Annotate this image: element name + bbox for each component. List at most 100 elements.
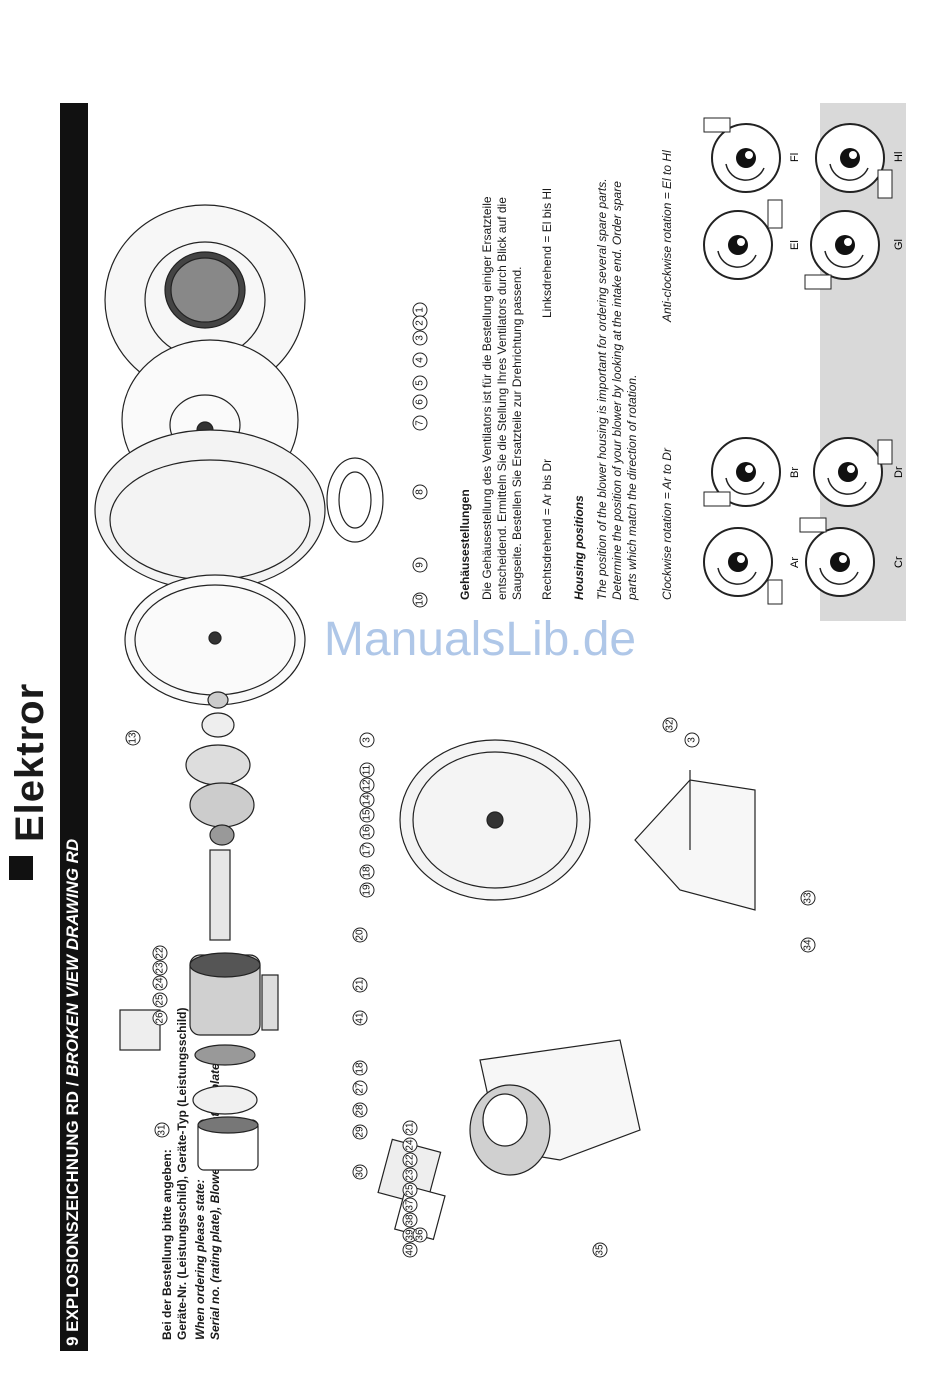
callout-28: 28	[352, 1102, 368, 1118]
callout-24: 24	[402, 1137, 418, 1153]
callout-circle	[412, 484, 428, 500]
housing-Br	[703, 437, 781, 507]
callout-circle	[662, 717, 678, 733]
callout-circle	[359, 824, 375, 840]
callout-23: 23	[152, 960, 168, 976]
callout-label: 29	[355, 1126, 366, 1138]
callout-circle	[352, 1164, 368, 1180]
callout-circle	[402, 1120, 418, 1136]
callout-21: 21	[402, 1120, 418, 1136]
callout-label: 22	[155, 947, 166, 959]
callout-label: 15	[362, 809, 373, 821]
callout-17: 17	[359, 842, 375, 858]
callout-circle	[359, 882, 375, 898]
alt-back-plate	[399, 739, 591, 901]
callout-label: 23	[155, 962, 166, 974]
callout-circle	[402, 1152, 418, 1168]
callout-22: 22	[152, 945, 168, 961]
callout-circle	[359, 762, 375, 778]
callout-38: 38	[402, 1212, 418, 1228]
callout-circle	[800, 937, 816, 953]
housing-Fl	[703, 117, 781, 193]
callout-circle	[359, 807, 375, 823]
housing-Gl	[804, 210, 880, 290]
label-Dr: Dr	[893, 466, 905, 478]
callout-label: 6	[415, 399, 426, 405]
callout-label: 39	[405, 1229, 416, 1241]
callout-3: 3	[684, 732, 700, 748]
fan-housing	[94, 429, 384, 591]
housing-Dr	[813, 437, 893, 507]
motor-assembly	[469, 1039, 641, 1176]
callout-18: 18	[352, 1060, 368, 1076]
callout-circle	[359, 792, 375, 808]
callout-circle	[152, 960, 168, 976]
callout-label: 9	[415, 562, 426, 568]
callout-circle	[359, 732, 375, 748]
callout-label: 3	[687, 737, 698, 743]
housing-Cr	[799, 517, 875, 597]
callout-19: 19	[359, 882, 375, 898]
callout-9: 9	[412, 557, 428, 573]
callout-8: 8	[412, 484, 428, 500]
callout-circle	[152, 945, 168, 961]
callout-1: 1	[412, 302, 428, 318]
callout-circle	[412, 315, 428, 331]
callout-22: 22	[402, 1152, 418, 1168]
callout-circle	[402, 1242, 418, 1258]
callout-33: 33	[800, 890, 816, 906]
callout-label: 32	[665, 719, 676, 731]
callout-35: 35	[592, 1242, 608, 1258]
callout-label: 35	[595, 1244, 606, 1256]
callout-circle	[684, 732, 700, 748]
label-Cr: Cr	[893, 556, 905, 568]
callout-29: 29	[352, 1124, 368, 1140]
callout-circle	[412, 352, 428, 368]
callout-circle	[402, 1197, 418, 1213]
housing-positions-diagram: El Fl Gl Hl Ar Br Cr Dr	[703, 117, 905, 605]
callout-24: 24	[152, 975, 168, 991]
callout-label: 33	[803, 892, 814, 904]
callout-label: 28	[355, 1104, 366, 1116]
fan-cover	[197, 1116, 259, 1171]
intake-cover	[104, 204, 306, 396]
callout-13: 13	[125, 730, 141, 746]
callout-15: 15	[359, 807, 375, 823]
section-title-bar	[60, 103, 88, 1351]
callout-32: 32	[662, 717, 678, 733]
callout-label: 12	[362, 779, 373, 791]
label-Ar: Ar	[789, 557, 801, 568]
callout-circle	[125, 730, 141, 746]
callout-label: 4	[415, 357, 426, 363]
callout-2: 2	[412, 315, 428, 331]
callout-10: 10	[412, 592, 428, 608]
callout-4: 4	[412, 352, 428, 368]
callout-26: 26	[152, 1010, 168, 1026]
callout-30: 30	[352, 1164, 368, 1180]
callout-circle	[412, 330, 428, 346]
callout-circle	[154, 1122, 170, 1138]
callout-label: 10	[415, 594, 426, 606]
callout-label: 18	[362, 866, 373, 878]
callout-label: 18	[355, 1062, 366, 1074]
callout-circle	[412, 394, 428, 410]
callout-circle	[352, 1010, 368, 1026]
callout-circle	[359, 864, 375, 880]
callout-label: 2	[415, 320, 426, 326]
callout-label: 25	[405, 1184, 416, 1196]
callout-circle	[352, 927, 368, 943]
callout-label: 22	[405, 1154, 416, 1166]
callout-20: 20	[352, 927, 368, 943]
label-El: El	[789, 240, 801, 250]
callout-circle	[152, 992, 168, 1008]
callout-16: 16	[359, 824, 375, 840]
callout-3: 3	[412, 330, 428, 346]
callout-label: 20	[355, 929, 366, 941]
callout-label: 14	[362, 794, 373, 806]
label-Gl: Gl	[893, 239, 905, 250]
callout-label: 21	[405, 1122, 416, 1134]
callout-label: 24	[405, 1139, 416, 1151]
callout-6: 6	[412, 394, 428, 410]
callout-circle	[152, 975, 168, 991]
callout-circle	[412, 557, 428, 573]
